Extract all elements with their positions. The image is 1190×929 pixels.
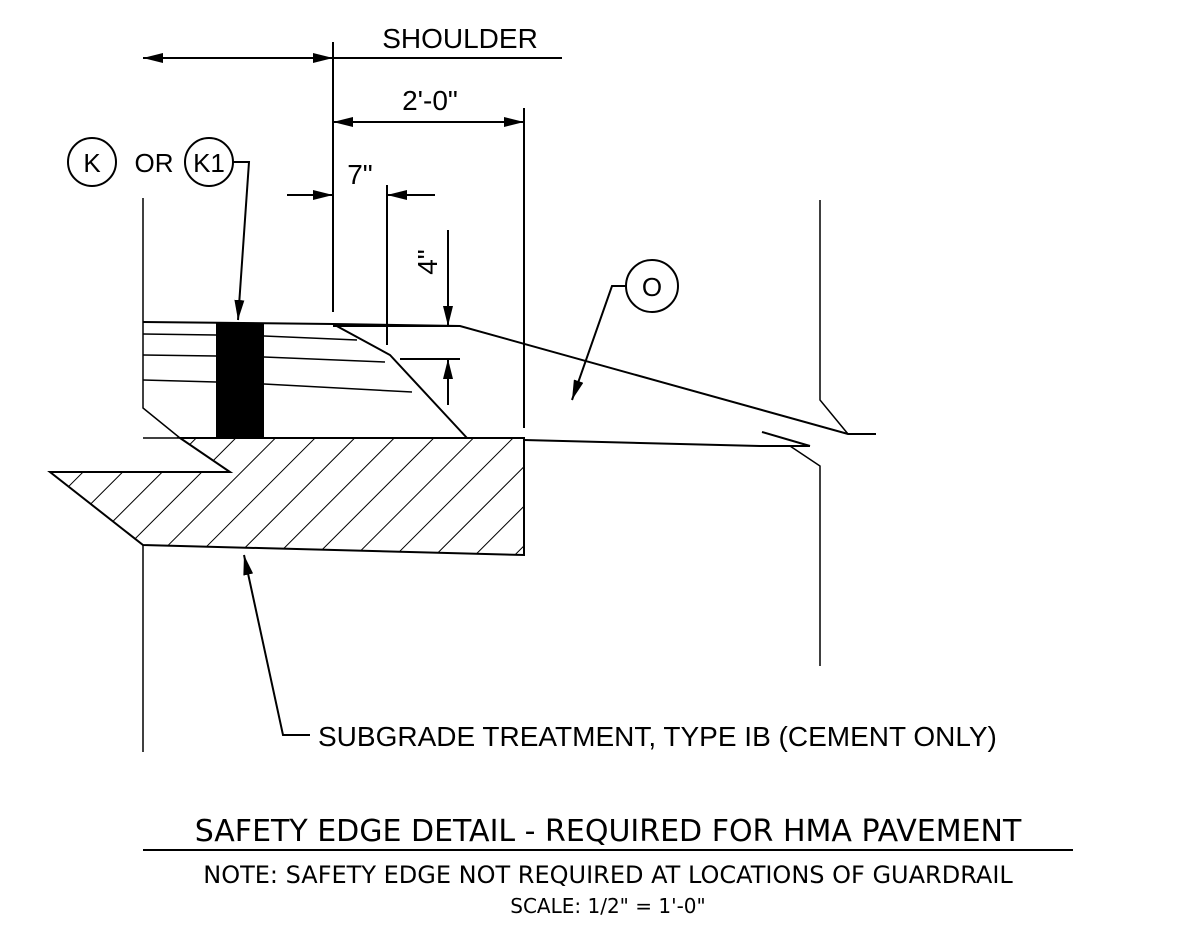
- detail-note: NOTE: SAFETY EDGE NOT REQUIRED AT LOCATI…: [203, 861, 1013, 889]
- k1-label: K1: [193, 148, 225, 178]
- break-lines: [789, 200, 849, 666]
- seven-inch-dimension: 7": [287, 159, 435, 345]
- left-ground-line: [142, 198, 183, 752]
- pavement-section: [142, 321, 876, 447]
- subgrade-label: SUBGRADE TREATMENT, TYPE IB (CEMENT ONLY…: [318, 721, 997, 752]
- k-or-k1-callout: K OR K1: [67, 137, 251, 321]
- seven-inch-label: 7": [347, 159, 373, 190]
- k-or-k1-block: [216, 323, 264, 438]
- o-callout: O: [571, 259, 679, 401]
- k-label: K: [83, 148, 101, 178]
- detail-scale: SCALE: 1/2" = 1'-0": [510, 894, 705, 918]
- or-label: OR: [135, 148, 174, 178]
- subgrade-treatment-area: [47, 437, 525, 557]
- subgrade-callout: SUBGRADE TREATMENT, TYPE IB (CEMENT ONLY…: [243, 554, 997, 752]
- four-inch-label: 4": [412, 249, 443, 275]
- o-label: O: [642, 272, 662, 302]
- title-block: SAFETY EDGE DETAIL - REQUIRED FOR HMA PA…: [143, 814, 1073, 918]
- two-foot-dimension: 2'-0": [333, 85, 525, 428]
- shoulder-label: SHOULDER: [382, 23, 538, 54]
- two-foot-label: 2'-0": [402, 85, 458, 116]
- shoulder-dimension: SHOULDER: [143, 23, 562, 312]
- detail-title: SAFETY EDGE DETAIL - REQUIRED FOR HMA PA…: [195, 814, 1022, 849]
- four-inch-dimension: 4": [333, 230, 460, 405]
